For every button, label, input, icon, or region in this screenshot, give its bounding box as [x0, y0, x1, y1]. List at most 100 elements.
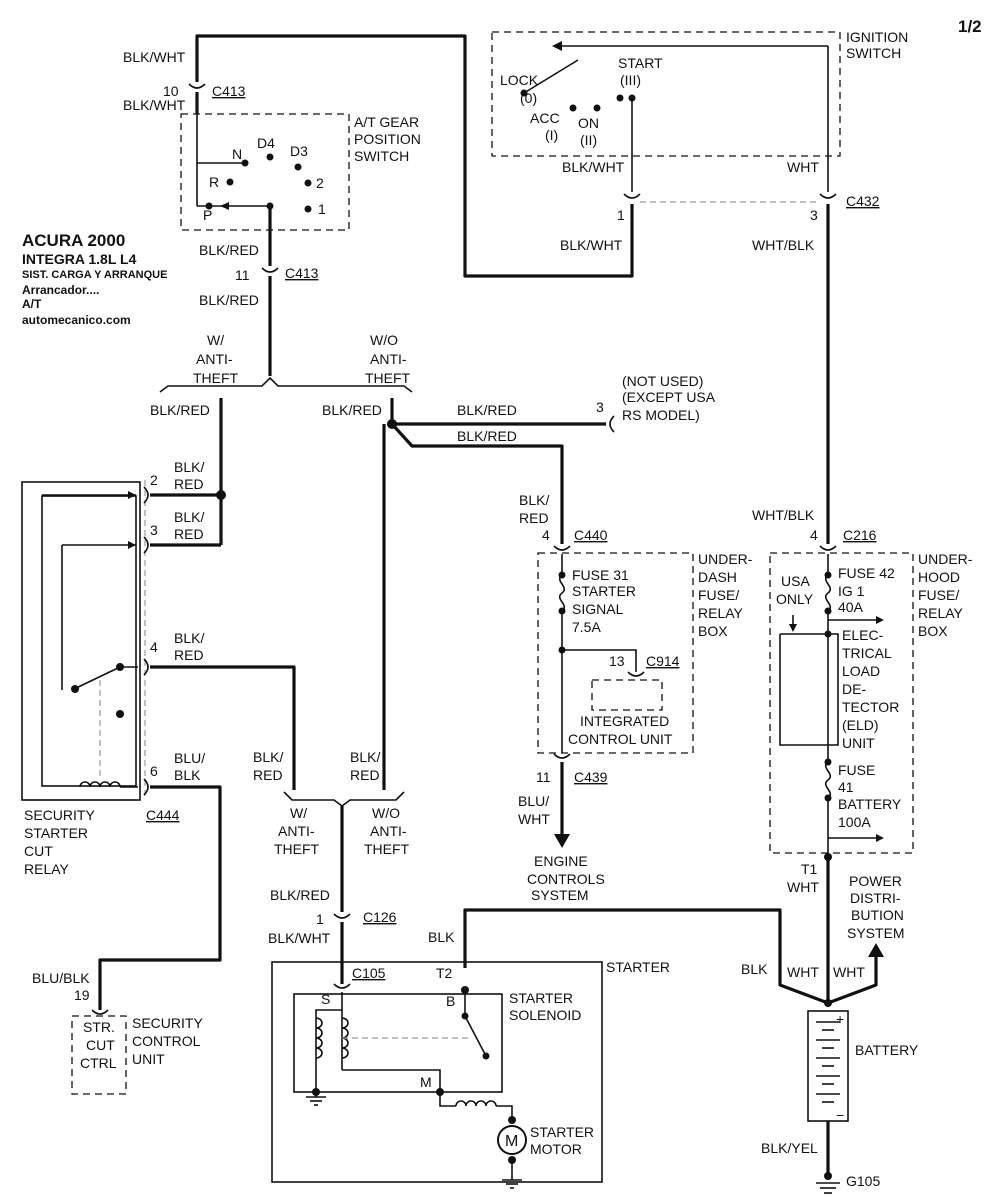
connector-c126: C126 — [363, 909, 397, 925]
c432-pin3-mark — [819, 193, 837, 199]
power-dist-4: SYSTEM — [847, 925, 905, 941]
connector-c413-bottom: C413 — [285, 265, 319, 281]
branch-bottom-wo-2: ANTI- — [370, 823, 407, 839]
wire-label-pin6-1: BLU/ — [174, 750, 205, 766]
wire-ignition-to-gear — [195, 34, 634, 278]
motor-brush-top — [508, 1116, 516, 1124]
wire-label-blkred-wo: BLK/RED — [322, 402, 382, 418]
usa-only-arrow — [789, 624, 797, 632]
branch-bottom-wo-1: W/O — [372, 805, 400, 821]
ignition-on-pos: (II) — [580, 132, 597, 148]
gear-switch-box — [180, 113, 350, 231]
branch-bottom-w-1: W/ — [290, 805, 307, 821]
ignition-switch-title-1: IGNITION — [846, 29, 908, 45]
solenoid-ground-icon — [306, 1092, 326, 1106]
underhood-out-arrowhead-1 — [876, 616, 884, 624]
c432-pin1-mark — [623, 193, 641, 199]
branch-bottom-wo-3: THEFT — [364, 841, 410, 857]
wire-pin4-down — [150, 665, 296, 790]
solenoid-b-contact — [461, 1012, 469, 1020]
security-unit-box-1: STR. — [83, 1019, 115, 1035]
engine-controls-3: SYSTEM — [531, 887, 589, 903]
wire-label-whtblk-2: WHT/BLK — [752, 507, 815, 523]
wire-label-blkred-c413: BLK/RED — [199, 292, 259, 308]
eld-label-6: (ELD) — [842, 717, 879, 733]
c444-pin-6: 6 — [150, 763, 158, 779]
fuse41-label-1: FUSE — [838, 762, 875, 778]
gear-contact-p — [205, 202, 213, 210]
ignition-start-label: START — [618, 55, 663, 71]
security-relay-label-2: STARTER — [24, 825, 88, 841]
power-distribution-arrow — [868, 943, 884, 957]
wire-label-pin6-2: BLK — [174, 767, 201, 783]
c439-mark — [553, 753, 571, 759]
c444-pin-2: 2 — [150, 472, 158, 488]
eld-label-7: UNIT — [842, 735, 875, 751]
gear-contact-n — [241, 159, 249, 167]
c413-pin-11: 11 — [235, 267, 250, 283]
wire-label-blkwht-top: BLK/WHT — [123, 49, 186, 65]
fuse42-label-2: IG 1 — [838, 583, 865, 599]
fuse41-label-4: 100A — [838, 814, 871, 830]
ignition-on-label: ON — [578, 115, 599, 131]
gear-label-n: N — [232, 146, 242, 162]
wire-pin6-to-security-unit — [98, 785, 222, 1010]
fuse31-element — [558, 574, 566, 612]
eld-label-3: LOAD — [842, 663, 880, 679]
c440-pin-4: 4 — [542, 527, 550, 543]
branch-top-wo-1: W/O — [370, 332, 398, 348]
battery-plus: + — [836, 1011, 844, 1027]
c444-pin-4: 4 — [150, 639, 158, 655]
underhood-label-2: HOOD — [918, 569, 960, 585]
wire-power-distribution — [827, 955, 878, 1005]
gear-contact-2 — [304, 179, 312, 187]
starter-title: STARTER — [606, 959, 670, 975]
connector-c432: C432 — [846, 193, 880, 209]
branch-bottom-w-2: ANTI- — [278, 823, 315, 839]
ignition-start-pos: (III) — [620, 72, 641, 88]
wire-label-wo-down-2: RED — [350, 767, 380, 783]
connector-c216: C216 — [843, 527, 877, 543]
connector-c444: C444 — [146, 807, 180, 823]
eld-terminal — [824, 630, 832, 638]
relay-switch-arm — [71, 666, 121, 691]
underhood-label-3: FUSE/ — [918, 587, 959, 603]
solenoid-label-1: STARTER — [509, 990, 573, 1006]
website-label: automecanico.com — [22, 313, 131, 327]
security-relay-outer — [21, 481, 141, 801]
solenoid-contact-arm — [464, 1015, 487, 1057]
ignition-acc-contact — [569, 104, 577, 112]
relay-pivot — [71, 685, 79, 693]
battery-minus: − — [836, 1107, 844, 1123]
fuse31-label-2: STARTER — [572, 583, 636, 599]
c444-pin4-mark — [143, 658, 149, 676]
wire-label-whtblk-1: WHT/BLK — [752, 237, 815, 253]
c216-mark — [819, 545, 837, 551]
relay-pin3-arrow — [128, 541, 136, 549]
gear-label-2: 2 — [316, 175, 324, 191]
not-used-end — [609, 415, 615, 433]
c914-pin-13: 13 — [609, 653, 625, 669]
c444-pin3-mark — [143, 536, 149, 554]
c432-pin-3: 3 — [810, 207, 818, 223]
terminal-t2: T2 — [436, 965, 453, 981]
wire-label-wht-t1: WHT — [787, 879, 819, 895]
gear-contact-d4 — [266, 153, 274, 161]
system-label: SIST. CARGA Y ARRANQUE — [22, 269, 167, 281]
underhood-label-1: UNDER- — [918, 551, 973, 567]
starter-box — [271, 961, 603, 1183]
ignition-switch-box — [491, 31, 841, 157]
not-used-line-2: (EXCEPT USA — [622, 389, 716, 405]
power-dist-3: BUTION — [851, 907, 904, 923]
fuse41-label-2: 41 — [838, 779, 854, 795]
relay-contact-no — [116, 710, 124, 718]
g105-terminal — [824, 1172, 832, 1180]
wire-label-blkyel: BLK/YEL — [761, 1140, 818, 1156]
fuse41-label-3: BATTERY — [838, 796, 902, 812]
relay-coil — [79, 781, 121, 788]
terminal-t1: T1 — [801, 861, 818, 877]
wire-label-blk-t2: BLK — [428, 929, 455, 945]
security-relay-label-4: RELAY — [24, 861, 70, 877]
model-label: INTEGRA 1.8L L4 — [22, 251, 137, 267]
branch-top-w-1: W/ — [207, 332, 224, 348]
